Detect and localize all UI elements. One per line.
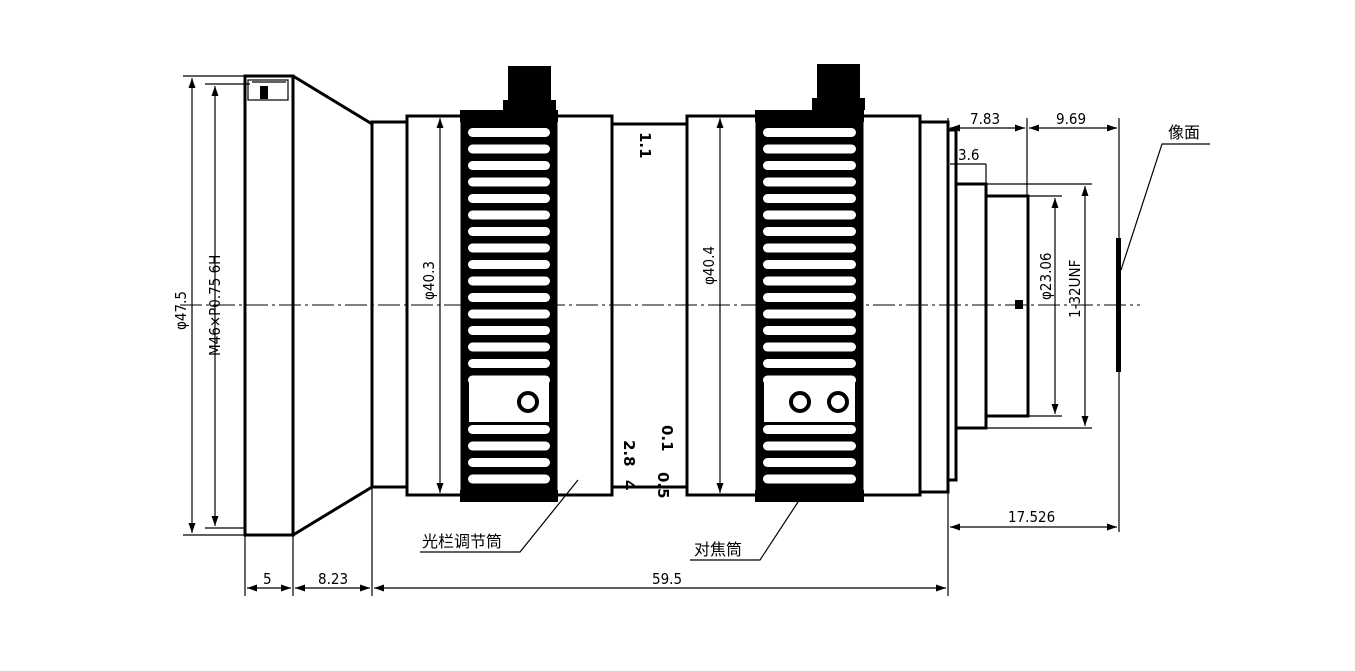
grip-body [757, 110, 862, 502]
grip-rib [468, 161, 550, 170]
dim-front-ring-length: 5 [263, 570, 272, 588]
grip-rib [468, 276, 550, 286]
grip-rib [763, 177, 856, 187]
dim-mount-thread: 1-32UNF [1066, 260, 1084, 318]
iris-ring-grip [460, 110, 558, 502]
grip-rib [763, 359, 856, 368]
grip-rib [468, 342, 550, 352]
dim-iris-diameter: φ40.3 [420, 261, 438, 300]
grip-rib [763, 161, 856, 170]
dim-hood-length: 8.23 [318, 570, 348, 588]
grip-rib [763, 293, 856, 302]
grip-rib [763, 474, 856, 484]
grip-index-dot [789, 391, 811, 413]
grip-rib [468, 309, 550, 319]
grip-index-dot [517, 391, 539, 413]
grip-body [462, 110, 556, 502]
mark-aperture-top: 1.1 [636, 132, 654, 159]
grip-rib [468, 260, 550, 269]
grip-rib [468, 458, 550, 467]
dim-outer-diameter: φ47.5 [172, 291, 190, 330]
grip-rib [468, 441, 550, 451]
grip-rib [763, 342, 856, 352]
image-plane-line [1116, 238, 1121, 372]
grip-rib [468, 177, 550, 187]
grip-rib [763, 441, 856, 451]
grip-rib [763, 227, 856, 236]
grip-rib [763, 276, 856, 286]
grip-rib [763, 458, 856, 467]
label-iris-ring: 光栏调节筒 [422, 532, 502, 551]
dim-to-image: 9.69 [1056, 110, 1086, 128]
dim-body-length: 59.5 [652, 570, 682, 588]
grip-rib [763, 425, 856, 434]
mark-scale-b: 2.8 [620, 440, 638, 467]
focus-ring-grip [755, 110, 864, 502]
grip-rib [763, 260, 856, 269]
grip-rib [468, 243, 550, 253]
grip-rib [468, 128, 550, 137]
dim-back-focal: 17.526 [1008, 508, 1055, 526]
grip-rib [468, 194, 550, 203]
grip-rib [468, 227, 550, 236]
mark-scale-c: 0.5 [654, 472, 672, 499]
grip-rib [468, 144, 550, 154]
dim-flange-step: 7.83 [970, 110, 1000, 128]
grip-rib [468, 293, 550, 302]
grip-rib [763, 194, 856, 203]
grip-rib [763, 243, 856, 253]
grip-index-dot [827, 391, 849, 413]
grip-rib [763, 144, 856, 154]
grip-rib [763, 326, 856, 335]
dim-mount-step: 3.6 [958, 146, 979, 164]
grip-rib [763, 128, 856, 137]
grip-rib [468, 210, 550, 220]
grip-rib [468, 425, 550, 434]
front-ring [243, 74, 295, 537]
label-focus-ring: 对焦筒 [694, 540, 742, 559]
dim-mount-diameter: φ23.06 [1037, 252, 1055, 300]
dim-front-thread: M46×P0.75 6H [206, 255, 224, 356]
grip-rib [468, 474, 550, 484]
mark-scale-a: 0.1 [658, 425, 676, 452]
grip-rib [763, 309, 856, 319]
mark-scale-d: 4 [620, 480, 638, 490]
grip-rib [763, 210, 856, 220]
dim-focus-diameter: φ40.4 [700, 246, 718, 285]
grip-rib [468, 359, 550, 368]
grip-rib [468, 326, 550, 335]
label-image-plane: 像面 [1168, 123, 1200, 142]
